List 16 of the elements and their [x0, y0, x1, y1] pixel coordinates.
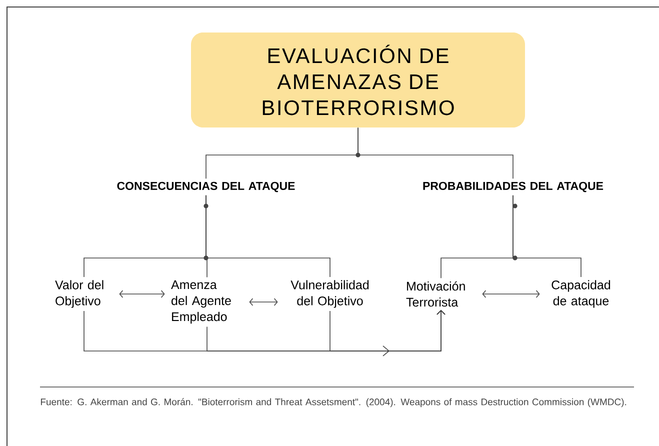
- connector-line: [512, 194, 582, 278]
- source-note: Fuente: G. Akerman and G. Morán. "Bioterrorism and Threat Assetsment". (2004). Weapons of mass Destruction Commission (WMDC).: [41, 398, 626, 408]
- factor-label: Capacidad de ataque: [552, 280, 610, 308]
- category-heading: CONSECUENCIAS DEL ATAQUE: [117, 182, 295, 192]
- connector-line: [358, 127, 514, 180]
- double-arrow: [482, 290, 540, 298]
- factor-label: Amenza del Agente Empleado: [171, 280, 231, 324]
- arrow: [330, 310, 446, 352]
- title-box: EVALUACIÓN DE AMENAZAS DE BIOTERRORISMO: [191, 32, 525, 128]
- factor-label: Motivación Terrorista: [406, 281, 465, 307]
- factor-label: Vulnerabilidad del Objetivo: [290, 280, 369, 308]
- factor-label: Valor del Objetivo: [55, 280, 104, 308]
- double-arrow: [249, 298, 278, 306]
- connector-line: [206, 194, 330, 278]
- double-arrow: [119, 290, 165, 298]
- category-heading: PROBABILIDADES DEL ATAQUE: [423, 182, 604, 192]
